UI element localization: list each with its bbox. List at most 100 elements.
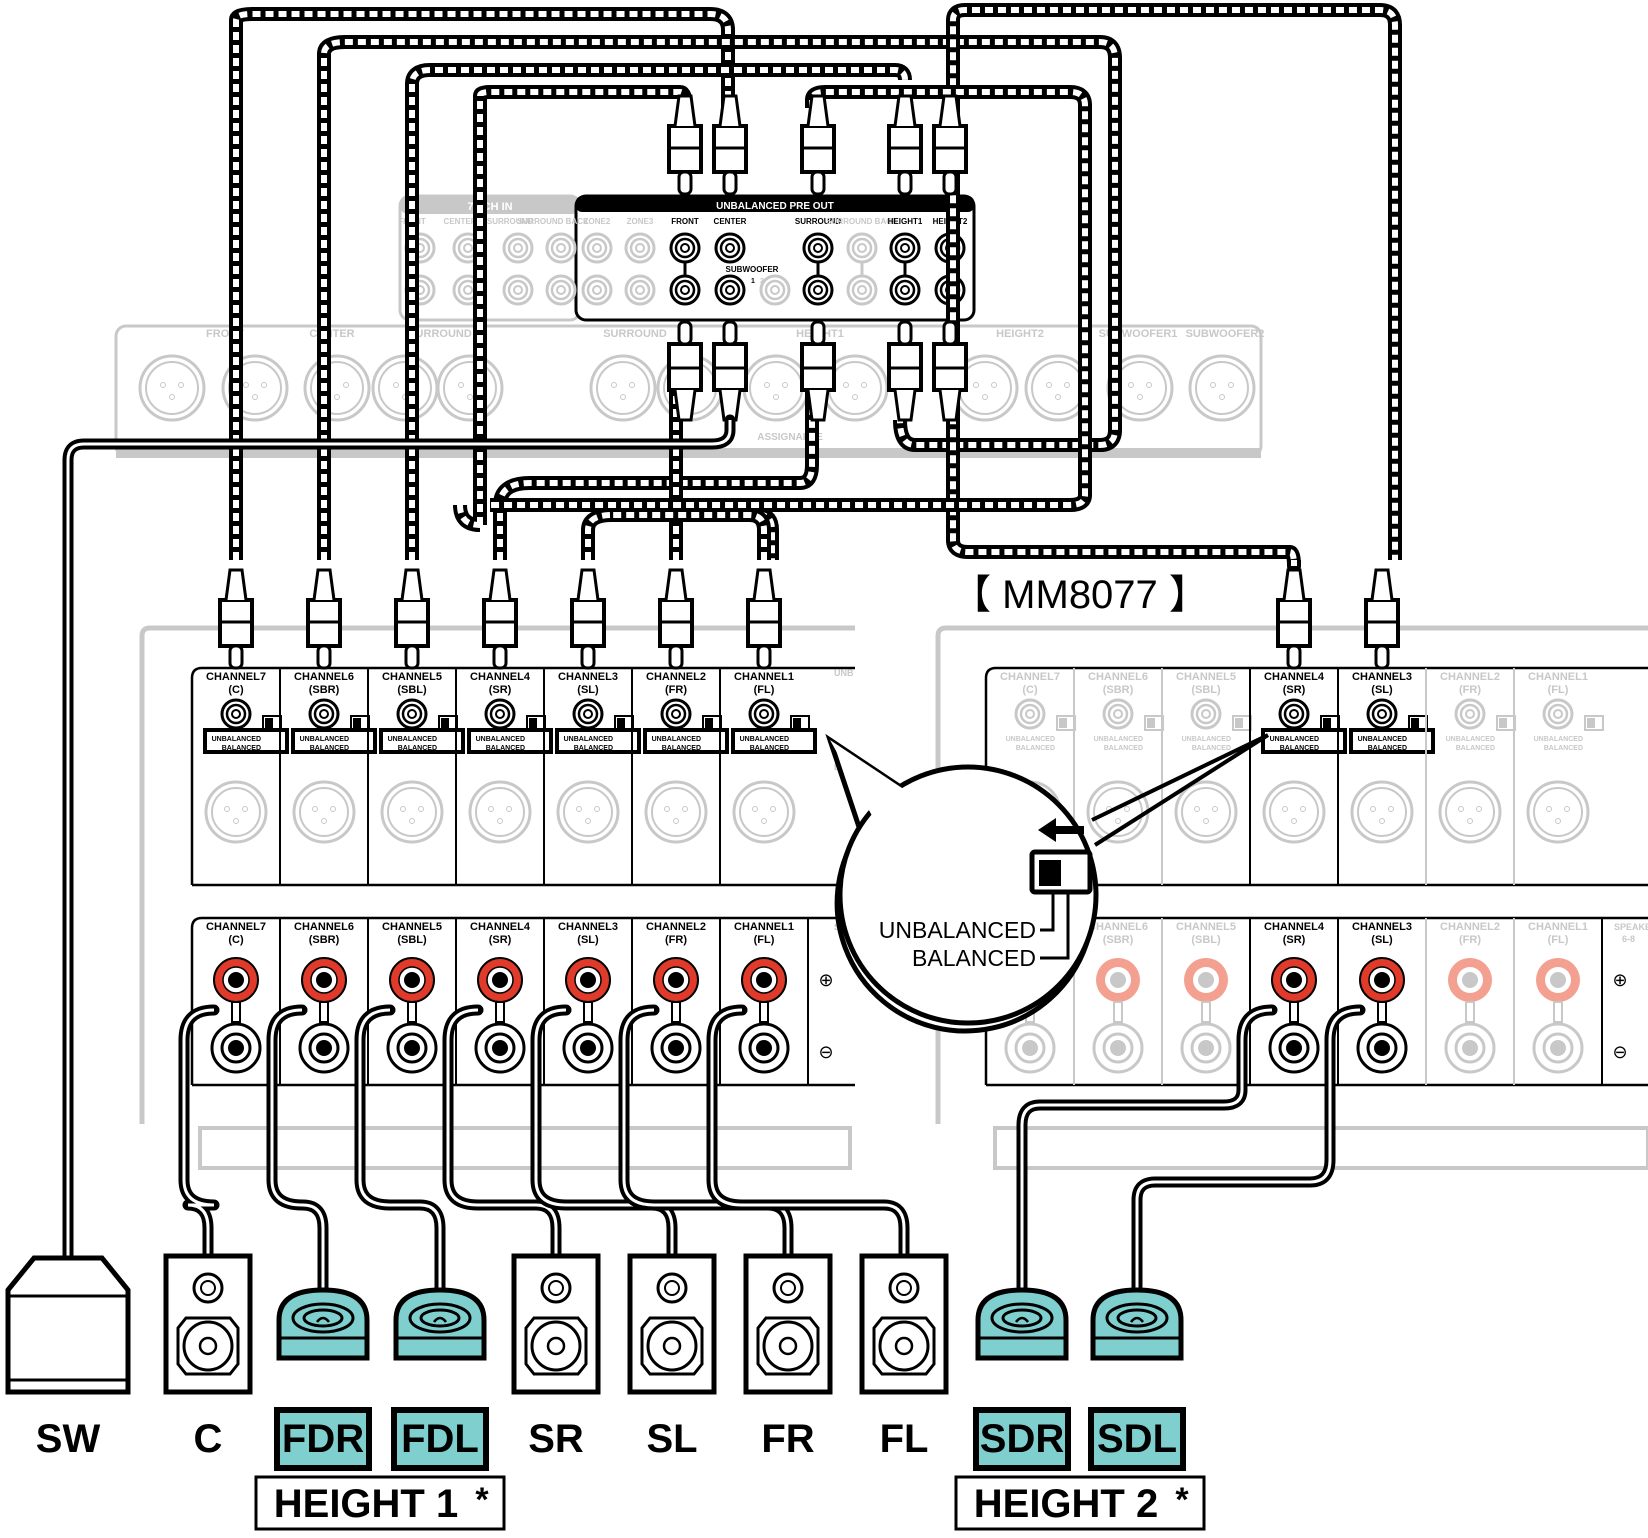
preout-jack-top-pin <box>813 243 823 253</box>
xlr-jack-0-inner <box>145 361 199 415</box>
height-driver-cap <box>1130 1316 1144 1323</box>
speaker-cable-fr-core <box>622 1008 790 1290</box>
terminal-channel-name: CHANNEL6 <box>294 921 354 933</box>
xlr-jack-7-pin2 <box>782 382 788 388</box>
channel-xlr-jack-pin2 <box>770 806 776 812</box>
plus-polarity-icon: ⊕ <box>818 970 833 990</box>
channel-xlr-jack <box>1174 780 1238 844</box>
amp-left-chassis <box>139 625 855 1124</box>
channel-input-jack-ring <box>1371 703 1393 725</box>
amp-left-input-plug-6-boot <box>752 568 776 601</box>
mode-switch-knob <box>705 718 713 728</box>
switch-unbalanced-label: UNBALANCED <box>652 736 701 743</box>
speaker-terminal-minus-core <box>580 1040 596 1056</box>
amp-right-input-plug-sr-boot <box>1282 568 1306 601</box>
channel-xlr-jack-pin3 <box>497 818 503 824</box>
amp-right-input-plug-sl-tip <box>1374 644 1390 670</box>
channel-xlr-jack <box>1526 780 1590 844</box>
speaker-fdl: FDL <box>391 1287 489 1471</box>
input-channel-sub: (C) <box>228 684 244 696</box>
channel-xlr-jack-pin1 <box>1458 806 1464 812</box>
cable-sbl-ch5 <box>409 67 908 560</box>
preout-plug-bottom-1-tip <box>722 320 738 346</box>
speaker-cable-sdl <box>1131 1004 1366 1296</box>
switch-highlight-box <box>203 728 289 754</box>
height-driver-outer <box>408 1302 472 1334</box>
xlr-jack-5-inner <box>596 361 650 415</box>
xlr-jack-10-pin3 <box>1055 394 1061 400</box>
preout-jack-top-pin <box>900 243 910 253</box>
channel-xlr-jack-pin3 <box>1115 818 1121 824</box>
preout-jack-top-ring <box>807 237 829 259</box>
channel-xlr-jack-pin1 <box>1546 806 1552 812</box>
zone-jack-bottom-pin <box>592 285 602 295</box>
tweeter-dome <box>896 1280 912 1296</box>
xlr-jack-9-pin1 <box>973 382 979 388</box>
channel-xlr-jack-pin2 <box>1300 806 1306 812</box>
minus-polarity-icon: ⊖ <box>1612 1042 1627 1062</box>
input-channel-name: CHANNEL1 <box>1528 671 1588 683</box>
channel-xlr-jack-pin1 <box>1194 806 1200 812</box>
channel-xlr-jack <box>1438 780 1502 844</box>
xlr-jack-1-pin1 <box>243 382 249 388</box>
channel-xlr-jack-pin3 <box>233 818 239 824</box>
xlr-jack-2-pin2 <box>343 382 349 388</box>
in-jack-top-ring <box>550 237 572 259</box>
speaker-cable-sl-core <box>534 1008 674 1290</box>
speaker-terminal-plus-core <box>1198 972 1214 988</box>
subwoofer2-jack-pin <box>770 285 780 295</box>
channel-xlr-jack-inner <box>387 787 437 837</box>
preout-label-0: FRONT <box>671 217 699 226</box>
callout-circle <box>837 764 1099 1026</box>
speaker-terminal-plus-core <box>756 972 772 988</box>
xlr-jack-4-pin3 <box>467 394 473 400</box>
speaker-terminal-plus-core <box>316 972 332 988</box>
channel-xlr-jack <box>292 780 356 844</box>
channel-xlr-jack-pin1 <box>488 806 494 812</box>
input-channel-name: CHANNEL2 <box>646 671 706 683</box>
switch-highlight-box <box>555 728 641 754</box>
channel-xlr-jack-pin1 <box>400 806 406 812</box>
woofer-dustcap <box>662 1336 682 1356</box>
height-driver-outer <box>990 1302 1054 1334</box>
terminal-post <box>231 1001 241 1023</box>
amp-left-input-plug-3-tip <box>492 644 508 670</box>
channel-xlr-jack-pin2 <box>1476 806 1482 812</box>
speaker-terminal-plus-core <box>1550 972 1566 988</box>
group-asterisk: * <box>475 1481 489 1519</box>
xlr-jack-12 <box>1188 354 1256 422</box>
preout-plug-top-3-tip <box>897 170 913 196</box>
mode-switch-knob <box>353 718 361 728</box>
terminal-channel-sub: (C) <box>228 934 244 946</box>
switch-balanced-label: BALANCED <box>1016 745 1055 752</box>
xlr-jack-2-inner <box>310 361 364 415</box>
speaker-terminal-minus-core <box>1550 1040 1566 1056</box>
channel-input-jack-pin <box>1113 709 1123 719</box>
xlr-jack-9-pin2 <box>991 382 997 388</box>
speaker-fr: FR <box>743 1253 833 1461</box>
terminal-channel-name: CHANNEL2 <box>646 921 706 933</box>
amp-left-channels: CHANNEL7(C)UNBALANCEDBALANCEDCHANNEL7(C)… <box>203 668 854 1085</box>
input-channel-name: CHANNEL5 <box>382 671 442 683</box>
amp-left-input-plug-0-tip <box>228 644 244 670</box>
zone-jack-top-ring <box>629 237 651 259</box>
speaker-label: SR <box>528 1417 584 1461</box>
terminal-channel-sub: (FL) <box>754 934 775 946</box>
cable-sbr-ch6 <box>321 39 1118 560</box>
speaker-terminal-plus-core <box>1286 972 1302 988</box>
height-driver-cap <box>316 1316 330 1323</box>
xlr-jack-5-pin3 <box>620 394 626 400</box>
group-label: HEIGHT 2 <box>974 1482 1158 1526</box>
in-jack-top-pin <box>556 243 566 253</box>
mode-switch-knob <box>529 718 537 728</box>
amp-left-input-plug-6-tip <box>756 644 772 670</box>
amp-left-input-plug-1-tip <box>316 644 332 670</box>
group-height-2: HEIGHT 2* <box>954 1475 1206 1531</box>
switch-unbalanced-label: UNBALANCED <box>1182 736 1231 743</box>
amp-right-chassis <box>935 625 1648 1124</box>
channel-xlr-jack <box>468 780 532 844</box>
speaker-sr: SR <box>511 1253 601 1461</box>
xlr-jack-0-pin1 <box>160 382 166 388</box>
amp-right-input-plug-sr-tip <box>1286 644 1302 670</box>
in-label-2: SURROUND <box>487 217 533 226</box>
